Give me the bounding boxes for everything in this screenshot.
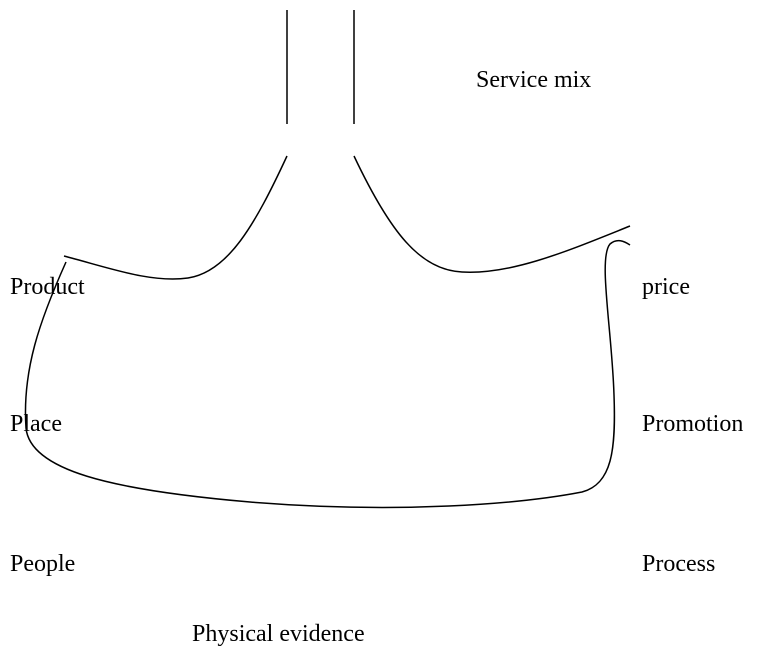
product-label: Product: [10, 274, 85, 300]
funnel-flare-left-curve: [63, 155, 288, 280]
service-mix-label: Service mix: [476, 67, 592, 93]
price-label: price: [642, 274, 690, 300]
funnel-bowl-outline: [24, 239, 631, 509]
place-label: Place: [10, 411, 62, 437]
physical-evidence-label: Physical evidence: [192, 621, 365, 647]
promotion-label: Promotion: [642, 411, 744, 437]
funnel-flare-right-curve: [353, 155, 631, 273]
process-label: Process: [642, 551, 716, 577]
people-label: People: [10, 551, 76, 577]
